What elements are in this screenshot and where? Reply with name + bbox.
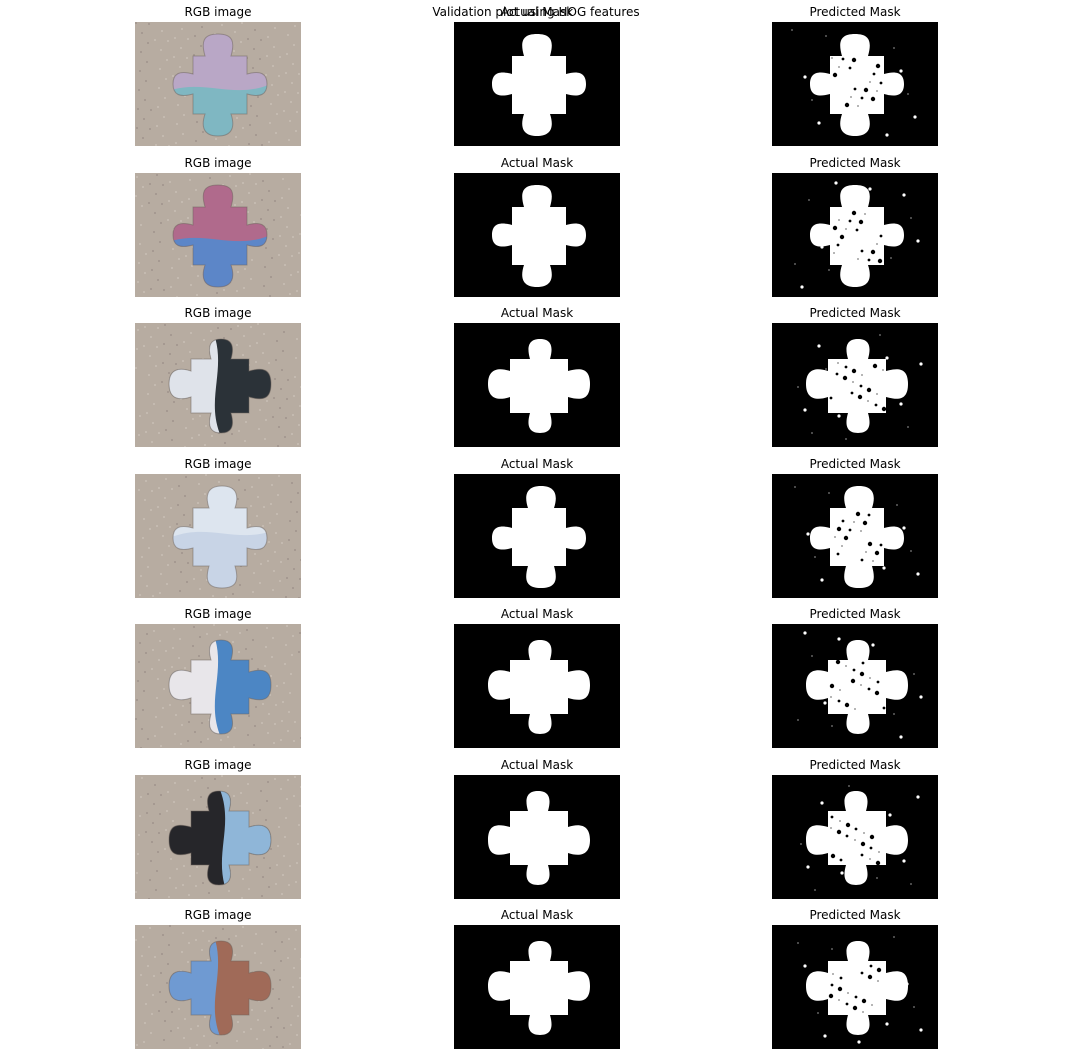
mask-image — [772, 323, 938, 447]
panel-title: Actual Mask — [500, 5, 574, 19]
actual-mask-panel: Actual Mask — [454, 5, 620, 146]
panel-title: Actual Mask — [500, 607, 574, 621]
panel-title: Predicted Mask — [809, 306, 901, 320]
panel-title: Predicted Mask — [809, 457, 901, 471]
mask-image — [454, 173, 620, 297]
predicted-mask-panel: Predicted Mask — [772, 758, 938, 899]
puzzle-photo — [135, 474, 301, 598]
mask-image — [772, 474, 938, 598]
mask-image — [772, 624, 938, 748]
puzzle-photo — [135, 624, 301, 748]
panel-title: RGB image — [184, 306, 252, 320]
rgb-image-panel: RGB image — [135, 758, 301, 899]
predicted-mask-panel: Predicted Mask — [772, 5, 938, 146]
mask-image — [454, 925, 620, 1049]
panel-title: Predicted Mask — [809, 607, 901, 621]
rgb-image-panel: RGB image — [135, 908, 301, 1049]
puzzle-photo — [135, 22, 301, 146]
puzzle-photo — [135, 775, 301, 899]
predicted-mask-panel: Predicted Mask — [772, 607, 938, 748]
actual-mask-panel: Actual Mask — [454, 758, 620, 899]
puzzle-photo — [135, 173, 301, 297]
panel-title: Predicted Mask — [809, 758, 901, 772]
actual-mask-panel: Actual Mask — [454, 607, 620, 748]
mask-image — [454, 624, 620, 748]
actual-mask-panel: Actual Mask — [454, 156, 620, 297]
puzzle-photo — [135, 925, 301, 1049]
mask-image — [772, 925, 938, 1049]
panel-title: Actual Mask — [500, 156, 574, 170]
mask-image — [772, 22, 938, 146]
actual-mask-panel: Actual Mask — [454, 908, 620, 1049]
mask-image — [454, 323, 620, 447]
predicted-mask-panel: Predicted Mask — [772, 306, 938, 447]
mask-image — [454, 775, 620, 899]
panel-title: Predicted Mask — [809, 908, 901, 922]
panel-title: Actual Mask — [500, 457, 574, 471]
rgb-image-panel: RGB image — [135, 156, 301, 297]
panel-title: Predicted Mask — [809, 5, 901, 19]
predicted-mask-panel: Predicted Mask — [772, 156, 938, 297]
panel-title: Actual Mask — [500, 758, 574, 772]
rgb-image-panel: RGB image — [135, 607, 301, 748]
actual-mask-panel: Actual Mask — [454, 306, 620, 447]
panel-title: RGB image — [184, 908, 252, 922]
puzzle-photo — [135, 323, 301, 447]
predicted-mask-panel: Predicted Mask — [772, 457, 938, 598]
actual-mask-panel: Actual Mask — [454, 457, 620, 598]
mask-image — [772, 775, 938, 899]
panel-title: RGB image — [184, 5, 252, 19]
predicted-mask-panel: Predicted Mask — [772, 908, 938, 1049]
mask-image — [454, 474, 620, 598]
rgb-image-panel: RGB image — [135, 5, 301, 146]
panel-title: RGB image — [184, 156, 252, 170]
panel-title: RGB image — [184, 607, 252, 621]
panel-title: RGB image — [184, 457, 252, 471]
panel-title: Predicted Mask — [809, 156, 901, 170]
panel-title: Actual Mask — [500, 908, 574, 922]
panel-title: RGB image — [184, 758, 252, 772]
panel-title: Actual Mask — [500, 306, 574, 320]
figure-title: Validation plot using HOG features — [432, 5, 640, 19]
rgb-image-panel: RGB image — [135, 457, 301, 598]
mask-image — [454, 22, 620, 146]
mask-image — [772, 173, 938, 297]
rgb-image-panel: RGB image — [135, 306, 301, 447]
